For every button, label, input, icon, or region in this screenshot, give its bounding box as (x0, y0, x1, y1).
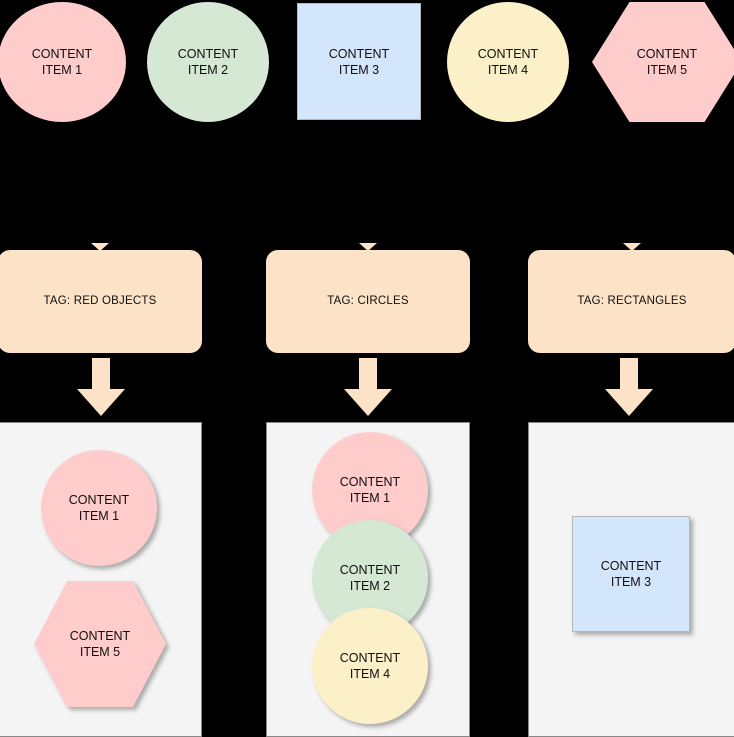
content-item-label: CONTENT ITEM 1 (339, 475, 401, 505)
arrow-rectangles-icon (605, 358, 653, 416)
result-shape-p1-item1[interactable]: CONTENT ITEM 1 (41, 450, 157, 566)
source-shape-item1[interactable]: CONTENT ITEM 1 (0, 2, 126, 122)
content-item-label: CONTENT ITEM 2 (339, 563, 401, 593)
content-item-label: CONTENT ITEM 5 (69, 629, 131, 659)
content-item-label: CONTENT ITEM 1 (31, 47, 93, 77)
arrow-head (344, 389, 392, 416)
arrow-circles-icon (344, 358, 392, 416)
arrow-shaft (359, 358, 377, 390)
content-item-label: CONTENT ITEM 5 (636, 47, 698, 77)
arrow-shaft (92, 358, 110, 390)
result-shape-p2-item4[interactable]: CONTENT ITEM 4 (312, 608, 428, 724)
result-panel-circles: CONTENT ITEM 1 CONTENT ITEM 2 CONTENT ITEM… (266, 422, 470, 737)
content-item-label: CONTENT ITEM 1 (68, 493, 130, 523)
source-shape-item5[interactable]: CONTENT ITEM 5 (592, 2, 734, 122)
tag-label: TAG: RED OBJECTS (43, 295, 157, 308)
tag-label: TAG: RECTANGLES (577, 295, 687, 308)
connector-notch-tag-circles (359, 243, 377, 251)
content-item-label: CONTENT ITEM 2 (177, 47, 239, 77)
connector-notch-tag-rectangles (623, 243, 641, 251)
result-panel-rectangles: CONTENT ITEM 3 (528, 422, 734, 737)
content-item-label: CONTENT ITEM 4 (339, 651, 401, 681)
result-shape-p1-item5[interactable]: CONTENT ITEM 5 (34, 581, 166, 707)
arrow-head (77, 389, 125, 416)
content-item-label: CONTENT ITEM 4 (477, 47, 539, 77)
source-shape-item3[interactable]: CONTENT ITEM 3 (297, 3, 421, 120)
tag-label: TAG: CIRCLES (327, 295, 409, 308)
content-item-label: CONTENT ITEM 3 (600, 559, 662, 589)
arrow-red-objects-icon (77, 358, 125, 416)
arrow-shaft (620, 358, 638, 390)
tag-rectangles[interactable]: TAG: RECTANGLES (528, 250, 734, 353)
content-item-label: CONTENT ITEM 3 (328, 46, 390, 77)
connector-notch-tag-red-objects (91, 243, 109, 251)
result-panel-red-objects: CONTENT ITEM 1 CONTENT ITEM 5 (0, 422, 202, 737)
arrow-head (605, 389, 653, 416)
tag-red-objects[interactable]: TAG: RED OBJECTS (0, 250, 202, 353)
source-shape-item2[interactable]: CONTENT ITEM 2 (147, 2, 269, 122)
source-shape-item4[interactable]: CONTENT ITEM 4 (447, 2, 569, 122)
result-shape-p3-item3[interactable]: CONTENT ITEM 3 (572, 516, 690, 632)
tag-circles[interactable]: TAG: CIRCLES (266, 250, 470, 353)
